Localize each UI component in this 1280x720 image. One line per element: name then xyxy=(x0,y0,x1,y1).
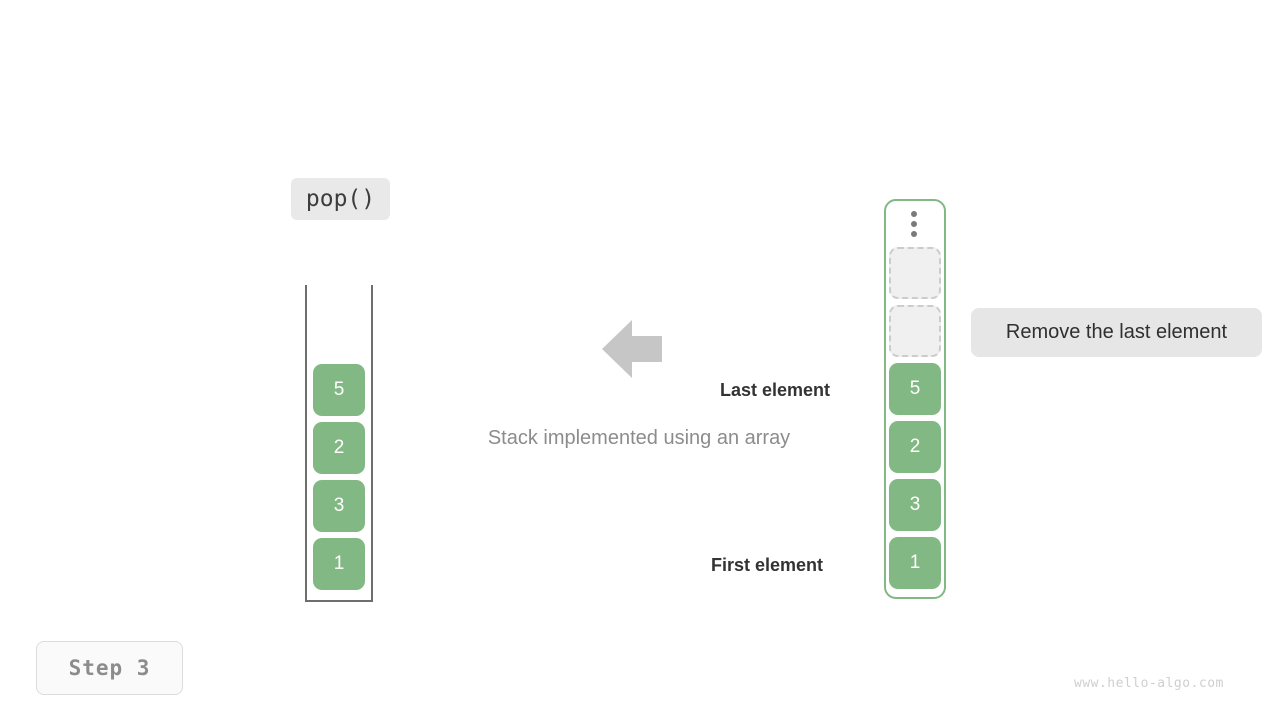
array-cell: 2 xyxy=(889,421,941,473)
array-cell: 3 xyxy=(889,479,941,531)
step-badge: Step 3 xyxy=(36,641,183,695)
array-empty-slot xyxy=(889,305,941,357)
annotation-first-element: First element xyxy=(711,555,824,575)
dot xyxy=(911,221,917,227)
annotation-last-element: Last element xyxy=(720,380,831,400)
array-empty-slot xyxy=(889,247,941,299)
stack-cell-list: 5 2 3 1 xyxy=(313,364,365,590)
watermark: www.hello-algo.com xyxy=(1074,676,1224,691)
diagram-caption: Stack implemented using an array xyxy=(487,427,791,449)
stack-cell: 2 xyxy=(313,422,365,474)
stack-container xyxy=(305,285,373,602)
stack-cell: 5 xyxy=(313,364,365,416)
operation-label: pop() xyxy=(291,178,390,220)
array-cell: 5 xyxy=(889,363,941,415)
stack-cell: 3 xyxy=(313,480,365,532)
description-bubble: Remove the last element xyxy=(971,308,1262,357)
left-arrow-icon xyxy=(602,320,662,378)
dot xyxy=(911,231,917,237)
array-cell-list: 5 2 3 1 xyxy=(889,247,941,589)
dot xyxy=(911,211,917,217)
array-container xyxy=(884,199,946,599)
array-cell: 1 xyxy=(889,537,941,589)
vertical-ellipsis-icon xyxy=(910,211,918,237)
stack-cell: 1 xyxy=(313,538,365,590)
